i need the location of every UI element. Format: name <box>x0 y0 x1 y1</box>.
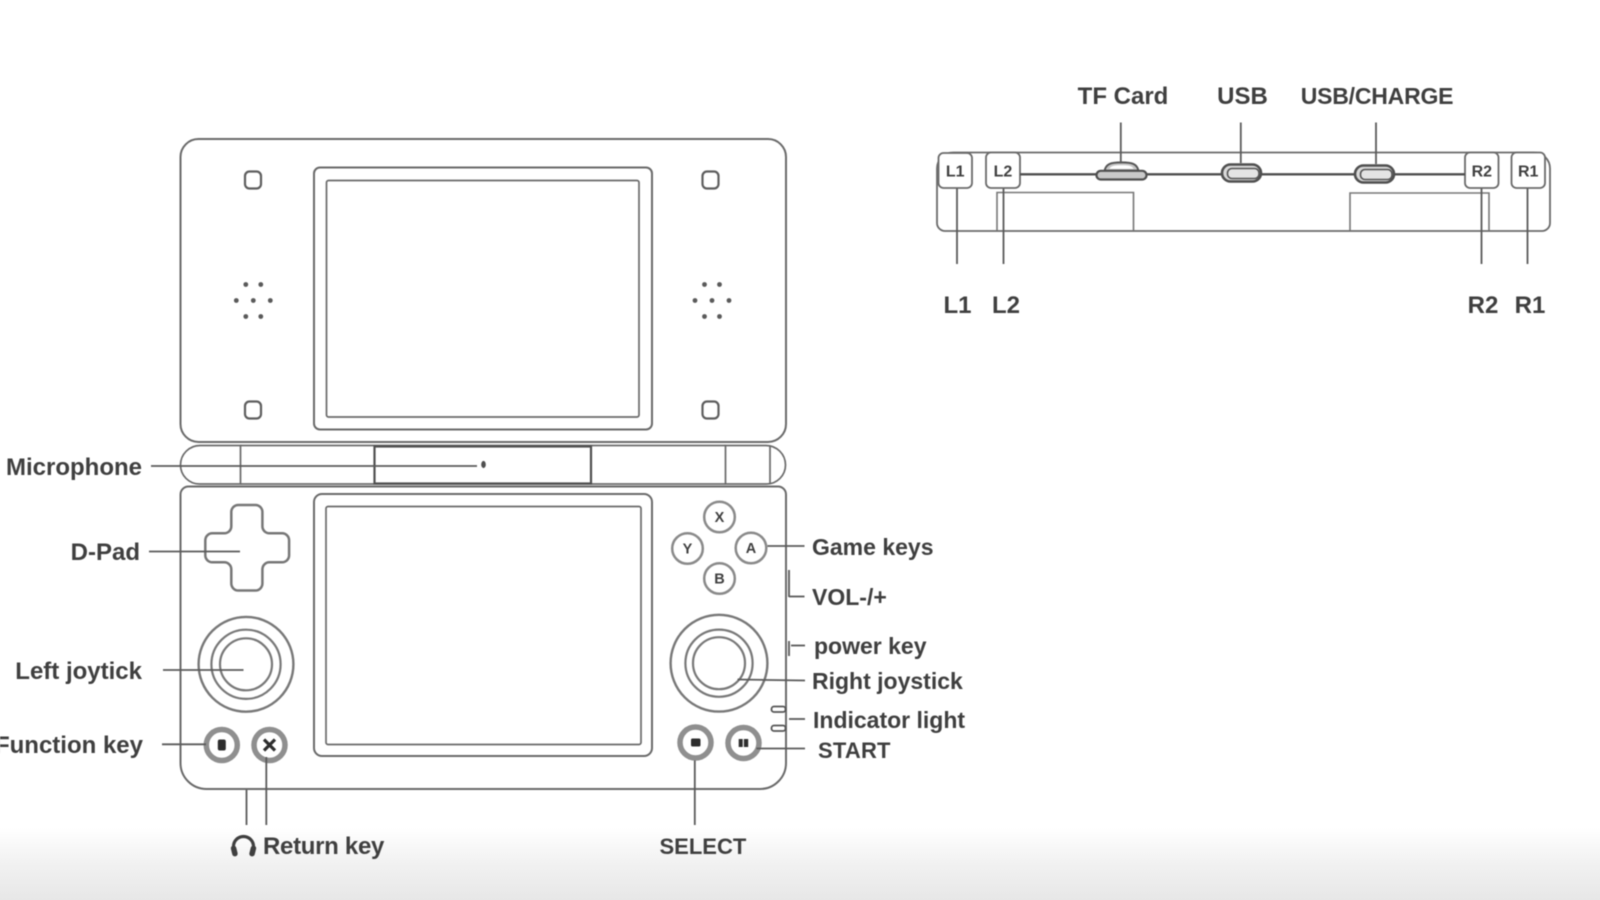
svg-text:L2: L2 <box>992 292 1020 319</box>
svg-text:Y: Y <box>683 542 693 558</box>
svg-text:R1: R1 <box>1515 292 1546 319</box>
svg-text:Game keys: Game keys <box>812 534 933 560</box>
svg-text:R2: R2 <box>1468 292 1499 319</box>
svg-text:L2: L2 <box>994 164 1013 181</box>
svg-text:Return key: Return key <box>263 833 385 860</box>
svg-text:USB: USB <box>1217 83 1268 110</box>
svg-text:L1: L1 <box>943 292 971 319</box>
svg-text:power key: power key <box>814 633 927 659</box>
svg-text:VOL-/+: VOL-/+ <box>812 584 887 610</box>
svg-text:Right joystick: Right joystick <box>812 668 963 694</box>
svg-text:USB/CHARGE: USB/CHARGE <box>1301 83 1454 109</box>
svg-text:TF Card: TF Card <box>1078 83 1169 110</box>
svg-text:D-Pad: D-Pad <box>71 539 140 566</box>
svg-text:R1: R1 <box>1518 164 1539 181</box>
svg-text:Left joytick: Left joytick <box>15 658 142 685</box>
svg-text:B: B <box>714 572 724 588</box>
svg-text:L1: L1 <box>946 164 965 181</box>
svg-text:START: START <box>818 738 891 763</box>
svg-text:Indicator light: Indicator light <box>813 707 965 733</box>
svg-text:SELECT: SELECT <box>660 834 747 859</box>
svg-text:Microphone: Microphone <box>6 454 142 481</box>
svg-text:X: X <box>715 510 725 526</box>
svg-text:Function key: Function key <box>0 732 144 759</box>
svg-text:R2: R2 <box>1472 164 1493 181</box>
svg-text:A: A <box>746 541 757 557</box>
